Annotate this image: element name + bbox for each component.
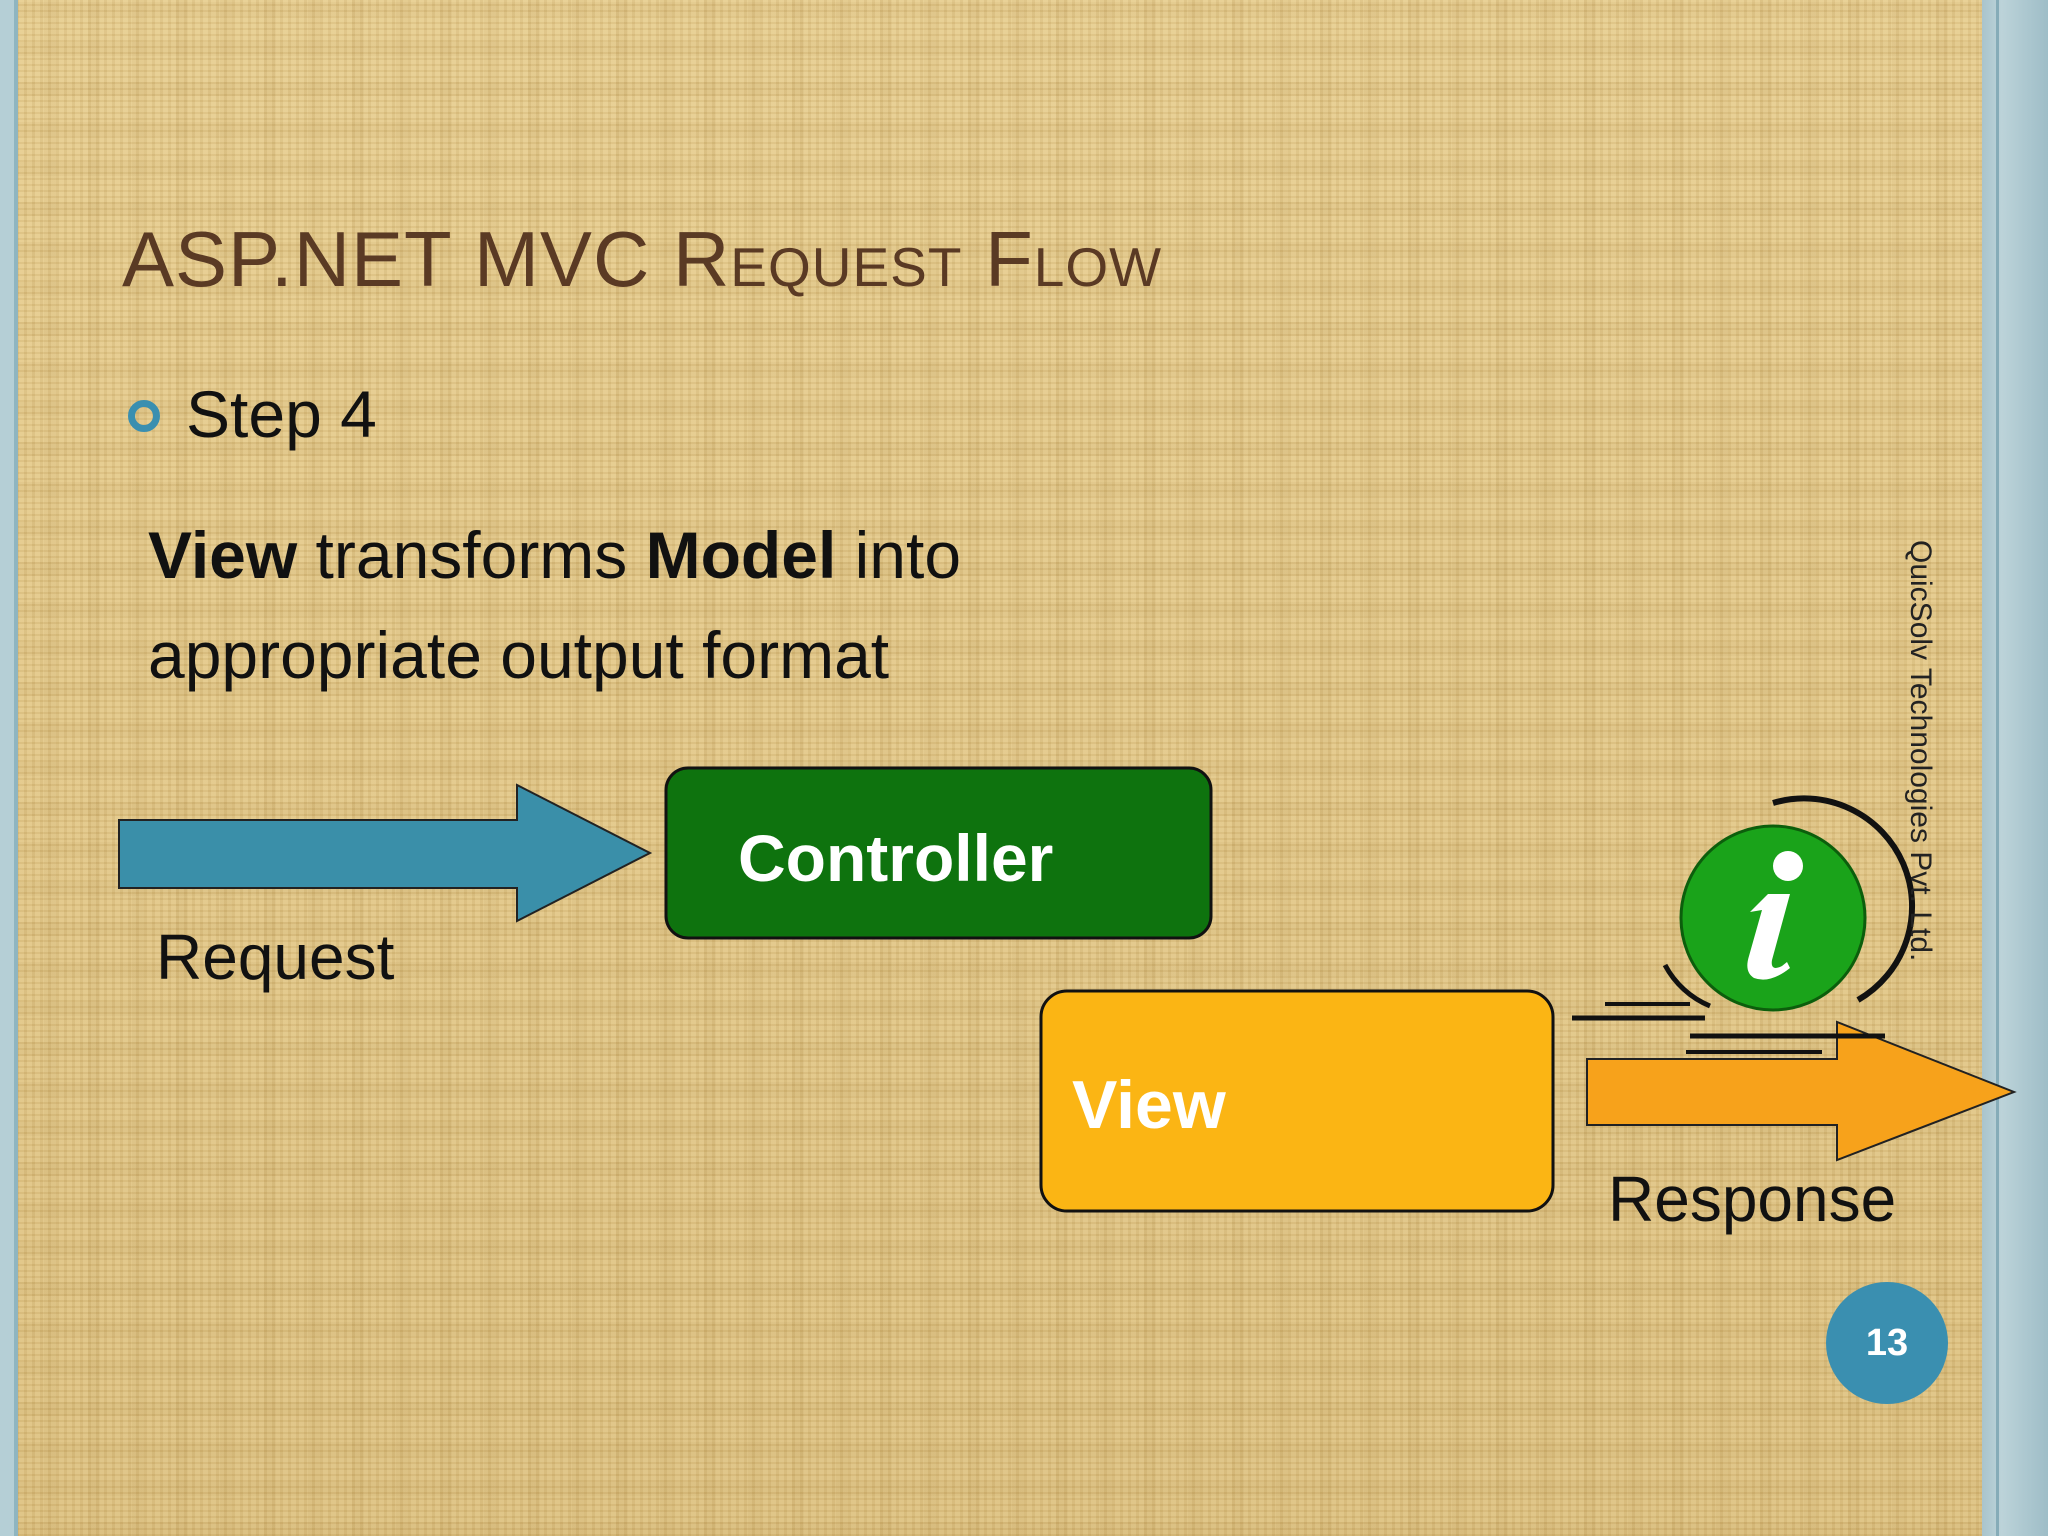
right-border [1982,0,2048,1536]
slide-title: ASP.NET MVC Request Flow [122,215,1163,303]
response-label: Response [1608,1163,1897,1235]
left-border [0,0,18,1536]
view-label: View [1072,1067,1226,1143]
step-label: Step 4 [186,377,377,451]
description-view: View [148,518,298,592]
page-number-badge: 13 [1826,1282,1948,1404]
controller-box [664,766,1213,940]
description-line-1: View transforms Model into [148,505,961,605]
company-name: QuicSolv Technologies Pvt. Ltd. [1904,540,1937,962]
request-label: Request [156,921,395,993]
description-text-a: transforms [297,518,646,592]
info-icon [1572,795,1916,1054]
request-arrow [118,783,653,923]
description-model: Model [645,518,837,592]
response-arrow [1586,1020,2017,1162]
description: View transforms Model into appropriate o… [148,505,961,705]
view-box [1039,989,1555,1213]
description-line-2: appropriate output format [148,618,890,692]
controller-label: Controller [738,821,1054,895]
bullet-icon [128,400,160,432]
description-text-b: into [836,518,962,592]
